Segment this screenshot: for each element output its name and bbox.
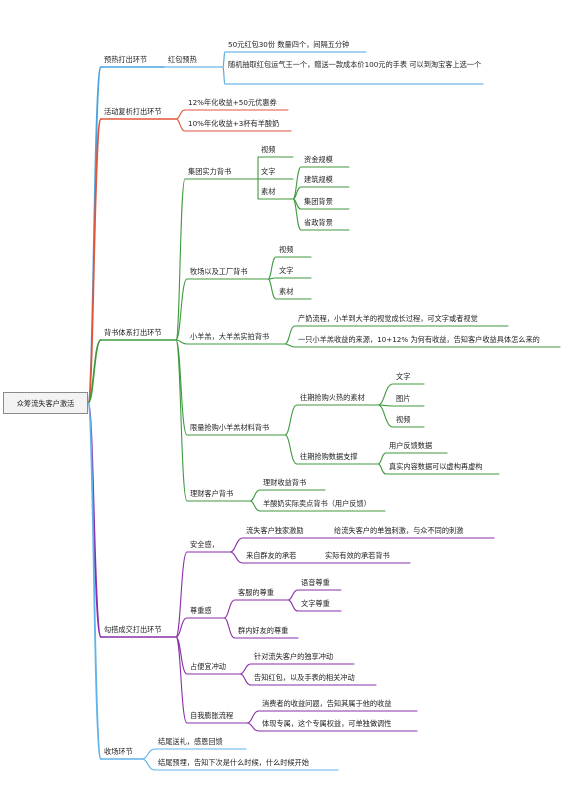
connector-3-2-0 [239,663,252,675]
node-3-1[interactable]: 尊重感 [190,606,212,615]
node-3-1-0-0[interactable]: 语音尊重 [301,578,330,587]
node-3-3-0[interactable]: 消费者的收益问题，告知其属于他的收益 [262,699,392,708]
node-2-0-2[interactable]: 素材 [261,187,276,196]
node-1-1[interactable]: 10%年化收益+3杯有羊酸奶 [188,119,280,128]
node-2-0-1[interactable]: 文字 [261,167,276,176]
node-2-3-0-1[interactable]: 图片 [396,394,411,403]
node-0-0-0[interactable]: 50元红包30份 数量四个，间隔五分钟 [228,40,350,49]
connector-1-0 [175,109,186,120]
connector-2-1-0 [267,256,277,280]
node-2-1-2[interactable]: 素材 [279,287,294,296]
connector-3-0-0 [229,537,244,553]
node-2-3-1-1[interactable]: 真实内容数据可以虚构再虚构 [389,462,483,471]
node-2-3-0-0[interactable]: 文字 [396,372,411,381]
connector-2-4-0 [249,489,261,502]
connector-2-3-1 [284,434,298,465]
node-3-1-0[interactable]: 客服的尊重 [238,588,274,597]
node-2-0-2-1[interactable]: 建筑规模 [304,175,333,184]
connector-3-1-0 [223,599,236,619]
node-2-1-0[interactable]: 视频 [279,245,294,254]
connector-2-2-0 [284,325,296,345]
node-2[interactable]: 背书体系打出环节 [104,328,162,337]
connector-3-1 [175,617,188,638]
connector-2-0-2-3 [292,198,302,231]
node-3[interactable]: 勾搭成交打出环节 [104,625,162,634]
node-3-0-1[interactable]: 来自群友的承若 [246,551,297,560]
connector-3-1-0-1 [287,599,299,612]
root-node[interactable]: 众筹流失客户激活 [3,392,88,414]
connector-2-1 [175,278,188,341]
connector-2-2-1 [284,343,296,348]
node-0-0[interactable]: 红包预热 [168,55,197,64]
node-3-0[interactable]: 安全感， [190,540,219,549]
node-3-0-0-0[interactable]: 给流失客户的单独刺激，与众不同的刺激 [334,526,464,535]
node-3-2-0[interactable]: 针对流失客户的独享冲动 [254,652,334,661]
node-3-3[interactable]: 自我膨胀流程 [190,711,234,720]
node-0[interactable]: 预热打出环节 [104,55,148,64]
node-2-4-0[interactable]: 理财收益背书 [263,478,307,487]
node-2-3-1-0[interactable]: 用户反馈数据 [389,441,433,450]
node-2-3-1[interactable]: 往期抢购数据支撑 [300,452,358,461]
node-3-2-1[interactable]: 告知红包，以及手表的相关冲动 [254,673,355,682]
connector-3-2-1 [239,673,252,686]
node-2-0-2-2[interactable]: 集团背景 [304,197,333,206]
node-1-0[interactable]: 12%年化收益+50元优惠券 [188,98,277,107]
connector-2-0 [175,178,186,341]
connector-2-4-1 [249,500,261,512]
connector-2-3-0-2 [377,404,394,428]
node-2-0-2-0[interactable]: 资金规模 [304,155,333,164]
connector-2-2 [175,339,188,345]
node-3-1-1[interactable]: 群内好友的尊重 [238,626,289,635]
connector-2-3-1-0 [377,452,387,465]
node-1[interactable]: 活动复析打出环节 [104,107,162,116]
node-3-0-1-0[interactable]: 实际有效的承若背书 [325,551,390,560]
connector-4-0 [141,748,156,760]
connector-4 [87,402,102,760]
node-2-2-1[interactable]: 一只小羊羔收益的来源，10+12% 为何有收益，告知客户收益具体怎么来的 [298,335,540,344]
node-2-2[interactable]: 小羊羔，大羊羔实拍背书 [190,332,270,341]
connector-3-3-0 [246,710,260,724]
node-2-3-0[interactable]: 往期抢购火热的素材 [300,393,365,402]
connector-2-0-2-0 [292,166,302,200]
connector-1-1 [175,118,186,132]
node-2-0-2-3[interactable]: 省政背景 [304,218,333,227]
node-2-0-0[interactable]: 视频 [261,145,276,154]
node-2-3-0-2[interactable]: 视频 [396,415,411,424]
node-2-3[interactable]: 限量抢购小羊羔材料背书 [190,423,270,432]
connector-1 [87,118,102,404]
connector-3-0-1 [229,551,244,564]
connector-2-3-1-1 [377,463,387,475]
connector-3-1-1 [223,617,236,639]
node-2-4[interactable]: 理财客户背书 [190,489,234,498]
connector-2-3-0 [284,404,298,436]
connector-3-3 [175,636,188,724]
connector-2-4 [175,339,188,502]
connector-3-1-0-0 [287,589,299,601]
connector-2-3-0-0 [377,383,394,406]
node-0-0-1[interactable]: 随机抽取红包运气王一个，赠送一款成本价100元的手表 可以到淘宝客上选一个 [228,60,482,69]
node-2-4-1[interactable]: 羊酸奶实际卖点背书（用户反馈） [263,499,371,508]
connector-4-1 [141,758,156,771]
connector-2 [87,339,102,404]
connector-2-1-2 [267,278,277,300]
connector-3-0 [175,551,188,638]
node-4-0[interactable]: 结尾送礼，感恩回馈 [158,737,223,746]
connector-3-3-1 [246,722,260,732]
connector-0-0-1 [222,66,226,85]
node-2-2-0[interactable]: 产奶流程，小羊到大羊的视觉成长过程，可文字或者视觉 [298,314,478,323]
node-2-0[interactable]: 集团实力背书 [188,167,232,176]
node-3-1-0-1[interactable]: 文字尊重 [301,599,330,608]
node-2-1[interactable]: 牧场以及工厂背书 [190,267,248,276]
node-3-3-1[interactable]: 体现专属，这个专属权益，可单独做调性 [262,719,392,728]
node-2-1-1[interactable]: 文字 [279,266,294,275]
connector-0-0-0 [222,51,226,68]
node-4-1[interactable]: 结尾预埋，告知下次是什么时候，什么时候开始 [158,758,309,767]
node-3-2[interactable]: 占便宜冲动 [190,662,226,671]
node-4[interactable]: 收场环节 [104,747,133,756]
node-3-0-0[interactable]: 流失客户独家激励 [246,526,304,535]
